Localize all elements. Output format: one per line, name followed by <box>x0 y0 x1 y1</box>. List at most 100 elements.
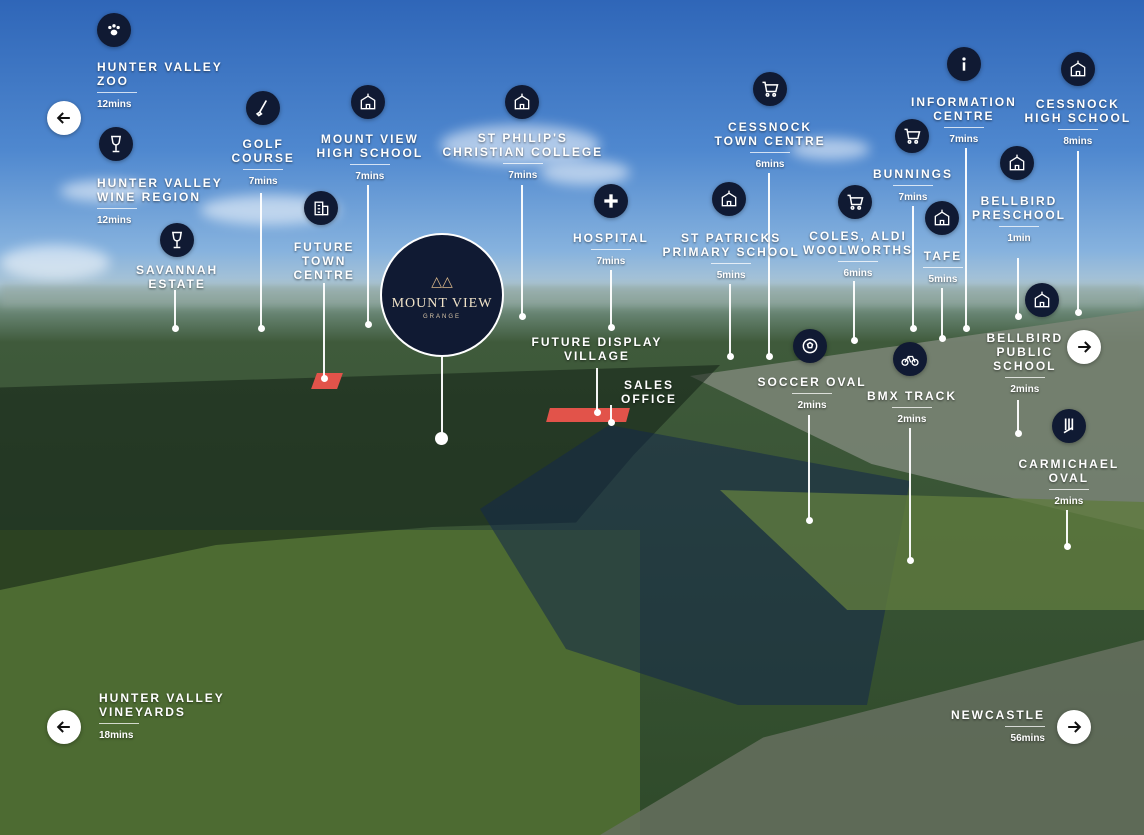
place-name: ZOO <box>97 74 129 88</box>
place-name: PUBLIC <box>996 345 1054 359</box>
location-dot <box>766 353 773 360</box>
divider <box>999 226 1039 227</box>
arrow-right-button[interactable] <box>1067 330 1101 364</box>
golf-club-icon <box>246 91 280 125</box>
location-dot <box>1075 309 1082 316</box>
divider <box>1005 726 1045 727</box>
divider <box>99 723 139 724</box>
logo-mark-icon: △△ <box>431 273 453 289</box>
divider <box>590 249 631 250</box>
location-dot <box>907 557 914 564</box>
place-name: ST PHILIP'S <box>477 131 568 145</box>
divider <box>838 261 878 262</box>
school-icon <box>1061 52 1095 86</box>
leader-line <box>260 193 262 328</box>
leader-line <box>1066 510 1068 546</box>
place-name: BELLBIRD <box>986 331 1064 345</box>
divider <box>943 127 984 128</box>
travel-time: 6mins <box>843 268 873 279</box>
leader-line <box>729 284 731 356</box>
brand-pin-dot <box>435 432 448 445</box>
place-name: ST PATRICKS <box>681 231 782 245</box>
divider <box>923 267 963 268</box>
brand-name: MOUNT VIEW <box>391 296 493 311</box>
location-dot <box>727 353 734 360</box>
place-name: NEWCASTLE <box>951 708 1045 722</box>
location-dot <box>365 321 372 328</box>
location-dot <box>939 335 946 342</box>
place-name: CENTRE <box>933 109 995 123</box>
divider <box>892 407 932 408</box>
place-name: HOSPITAL <box>573 231 649 245</box>
wine-glass-icon <box>99 127 133 161</box>
school-icon <box>712 182 746 216</box>
place-name: ESTATE <box>148 277 206 291</box>
place-name: INFORMATION <box>911 95 1017 109</box>
travel-time: 2mins <box>1010 384 1040 395</box>
leader-line <box>768 173 770 356</box>
cricket-icon <box>1052 409 1086 443</box>
place-name: CHRISTIAN COLLEGE <box>442 145 604 159</box>
travel-time: 5mins <box>928 274 958 285</box>
location-dot <box>963 325 970 332</box>
paw-icon <box>97 13 131 47</box>
leader-line <box>323 283 325 378</box>
place-name: TOWN CENTRE <box>714 134 826 148</box>
location-dot <box>806 517 813 524</box>
brand-logo: △△ MOUNT VIEW GRANGE <box>380 233 504 357</box>
shopping-cart-icon <box>753 72 787 106</box>
travel-time: 1min <box>1007 233 1031 244</box>
arrow-left-button[interactable] <box>47 710 81 744</box>
place-name: SOCCER OVAL <box>757 375 867 389</box>
place-name: TOWN <box>301 254 347 268</box>
location-dot <box>608 324 615 331</box>
arrow-left-button[interactable] <box>47 101 81 135</box>
building-icon <box>304 191 338 225</box>
location-dot <box>1064 543 1071 550</box>
location-dot <box>910 325 917 332</box>
location-dot <box>1015 313 1022 320</box>
travel-time: 12mins <box>97 215 132 226</box>
place-name: HIGH SCHOOL <box>1024 111 1132 125</box>
info-icon <box>947 47 981 81</box>
plus-icon <box>594 184 628 218</box>
place-name: VILLAGE <box>563 349 630 363</box>
location-dot <box>594 409 601 416</box>
place-name: HUNTER VALLEY <box>97 60 223 74</box>
leader-line <box>853 281 855 340</box>
divider <box>1004 377 1045 378</box>
leader-line <box>610 270 612 327</box>
place-name: CENTRE <box>293 268 355 282</box>
place-name: OVAL <box>1048 471 1090 485</box>
place-name: CESSNOCK <box>1035 97 1120 111</box>
bicycle-icon <box>893 342 927 376</box>
place-name: FUTURE DISPLAY <box>531 335 663 349</box>
leader-line <box>941 288 943 338</box>
travel-time: 12mins <box>97 99 132 110</box>
arrow-right-button[interactable] <box>1057 710 1091 744</box>
travel-time: 7mins <box>355 171 385 182</box>
location-dot <box>1015 430 1022 437</box>
place-name: BMX TRACK <box>867 389 957 403</box>
school-icon <box>351 85 385 119</box>
divider <box>502 163 543 164</box>
school-icon <box>1000 146 1034 180</box>
leader-line <box>1017 400 1019 433</box>
place-name: HUNTER VALLEY <box>97 176 223 190</box>
horizon-haze <box>0 285 1144 307</box>
leader-line <box>367 185 369 324</box>
place-name: HUNTER VALLEY <box>99 691 225 705</box>
travel-time: 7mins <box>949 134 979 145</box>
